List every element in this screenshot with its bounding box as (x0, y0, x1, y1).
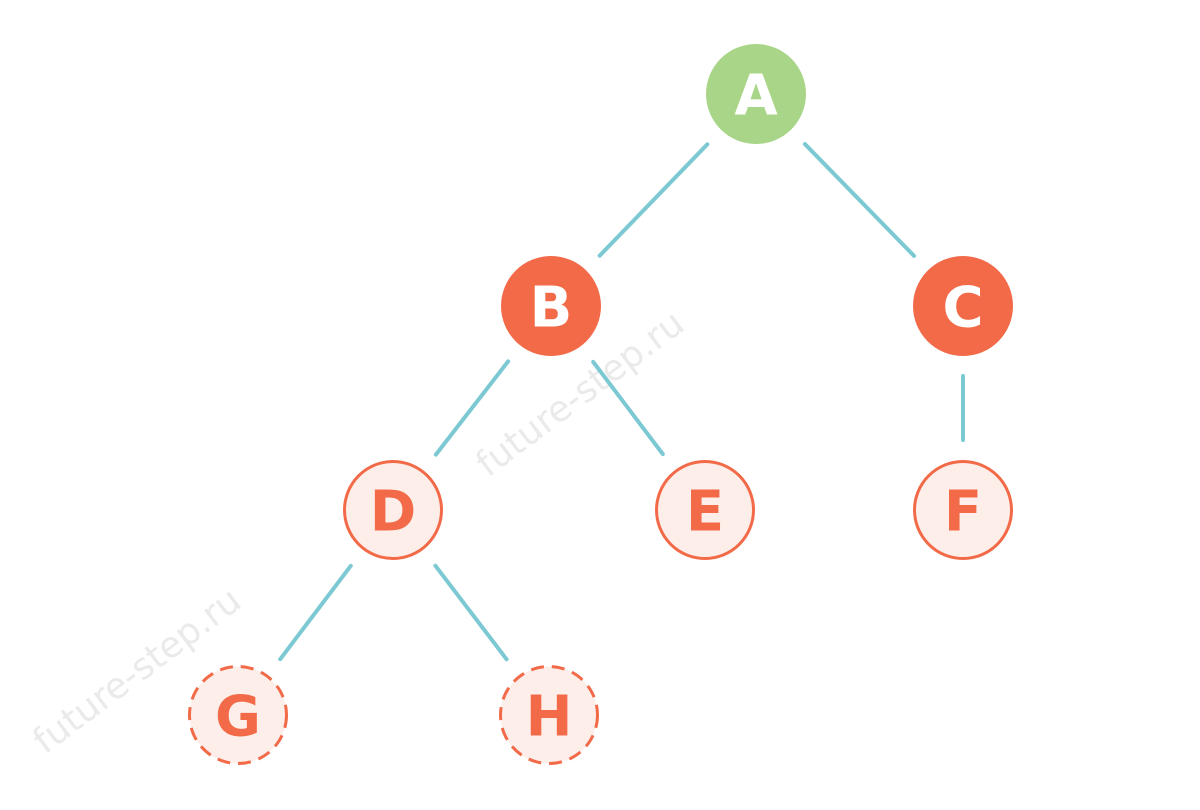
node-label-a: A (734, 64, 778, 129)
node-circle-f (913, 460, 1013, 560)
node-e: E (655, 460, 755, 560)
node-label-c: C (942, 276, 983, 341)
node-d: D (343, 460, 443, 560)
node-label-g: G (215, 685, 261, 750)
node-circle-e (655, 460, 755, 560)
node-h: H (499, 665, 599, 765)
node-label-h: H (526, 685, 573, 750)
edge-b-e (591, 359, 665, 457)
node-layer: A B C D E F G H (188, 44, 1013, 765)
edge-b-d (433, 359, 511, 457)
node-label-b: B (530, 276, 573, 341)
edge-a-c (802, 142, 917, 258)
node-a: A (706, 44, 806, 144)
node-b: B (501, 256, 601, 356)
node-circle-g (188, 665, 288, 765)
node-circle-c (913, 256, 1013, 356)
node-label-d: D (370, 480, 416, 545)
node-c: C (913, 256, 1013, 356)
node-circle-b (501, 256, 601, 356)
edge-layer (278, 142, 965, 662)
edge-d-g (278, 563, 353, 662)
edge-a-b (597, 142, 710, 258)
node-circle-h (499, 665, 599, 765)
node-f: F (913, 460, 1013, 560)
edge-d-h (433, 563, 509, 662)
node-label-e: E (686, 480, 724, 545)
node-circle-d (343, 460, 443, 560)
node-circle-a (706, 44, 806, 144)
node-label-f: F (944, 480, 982, 545)
node-g: G (188, 665, 288, 765)
